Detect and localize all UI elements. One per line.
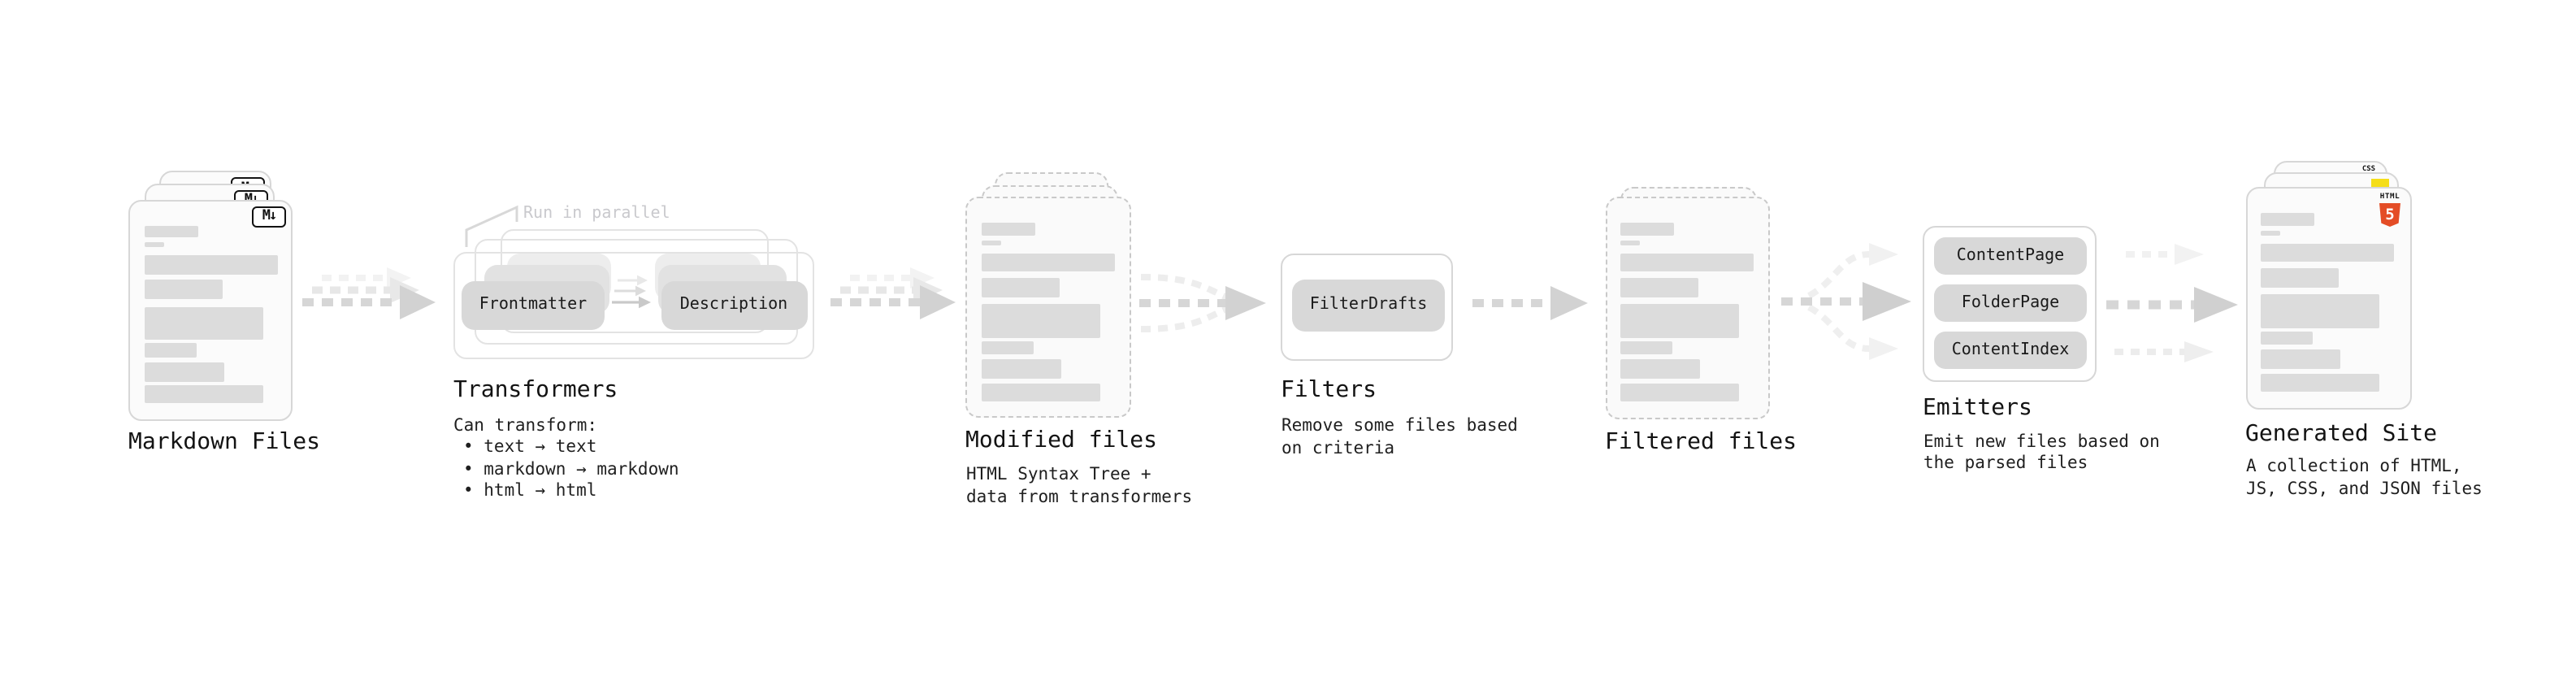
html5-badge-shield: 5 — [2379, 203, 2400, 227]
content-line — [981, 304, 1099, 337]
contentindex-button: ContentIndex — [1934, 331, 2087, 368]
content-line — [1620, 240, 1640, 245]
arrow-filtered-to-emitters-fork — [1781, 243, 1911, 360]
content-line — [2261, 243, 2394, 262]
desc-line: on criteria — [1281, 438, 1395, 458]
content-line — [144, 280, 222, 300]
run-in-parallel-note: Run in parallel — [523, 205, 670, 223]
file-content-lines — [2261, 189, 2396, 407]
content-line — [2261, 230, 2280, 236]
stage-desc-filters: Remove some files based on criteria — [1281, 416, 1518, 460]
file-content-lines — [1620, 198, 1754, 417]
content-line — [1620, 223, 1674, 235]
content-line — [981, 383, 1099, 401]
content-line — [144, 255, 277, 275]
js-badge — [2370, 179, 2388, 188]
content-line — [2261, 373, 2379, 392]
stage-label-generated-site: Generated Site — [2245, 421, 2438, 447]
content-line — [2261, 267, 2339, 288]
arrow-emitters-to-generated — [2106, 244, 2238, 362]
description-button: Description — [661, 280, 807, 329]
stage-label-transformers: Transformers — [453, 376, 618, 402]
desc-line: Remove some files based — [1281, 416, 1518, 436]
stage-label-modified-files: Modified files — [965, 427, 1158, 453]
arrow-transformers-to-modified — [830, 267, 956, 319]
desc-line: HTML Syntax Tree + — [966, 465, 1151, 484]
content-line — [2261, 213, 2314, 225]
content-line — [981, 240, 1000, 245]
content-line — [144, 225, 197, 237]
content-line — [144, 242, 163, 248]
desc-line: Can transform: — [453, 415, 598, 435]
arrow-modified-to-filters-merge — [1139, 274, 1266, 332]
file-card-front: M↓ — [128, 199, 293, 420]
content-line — [144, 343, 196, 358]
file-content-lines — [981, 198, 1116, 416]
content-line — [144, 306, 262, 340]
arrow-filters-to-filtered — [1472, 286, 1588, 320]
content-line — [2261, 331, 2313, 345]
content-line — [981, 223, 1034, 235]
desc-bullet: • text → text — [463, 437, 597, 457]
content-line — [981, 359, 1060, 379]
content-line — [981, 277, 1059, 297]
content-line — [1620, 383, 1739, 401]
stage-label-filters: Filters — [1281, 377, 1377, 403]
desc-bullet: • markdown → markdown — [463, 459, 679, 479]
contentpage-button: ContentPage — [1934, 236, 2087, 274]
content-line — [1620, 359, 1700, 379]
desc-line: Emit new files based on — [1923, 432, 2160, 451]
desc-line: data from transformers — [966, 487, 1193, 506]
content-line — [1620, 304, 1739, 337]
stage-desc-generated-site: A collection of HTML, JS, CSS, and JSON … — [2246, 457, 2483, 501]
file-card-front — [1605, 197, 1770, 419]
folderpage-button: FolderPage — [1934, 284, 2087, 322]
html5-badge: HTML 5 — [2378, 193, 2402, 227]
filterdrafts-button: FilterDrafts — [1292, 279, 1445, 331]
content-line — [2261, 294, 2379, 327]
arrow-markdown-to-transformers — [302, 267, 436, 319]
desc-bullet: • html → html — [463, 481, 597, 501]
content-line — [981, 253, 1114, 272]
stage-desc-modified-files: HTML Syntax Tree + data from transformer… — [966, 465, 1192, 509]
content-line — [144, 362, 223, 381]
html5-badge-word: HTML — [2379, 193, 2400, 202]
stage-label-filtered-files: Filtered files — [1605, 429, 1798, 455]
file-card-front: HTML 5 — [2245, 187, 2412, 409]
content-line — [1620, 340, 1672, 355]
markdown-badge: M↓ — [252, 206, 286, 227]
stage-desc-emitters: Emit new files based on the parsed files — [1923, 432, 2160, 475]
stage-desc-transformers: Can transform: • text → text • markdown … — [453, 415, 679, 503]
content-line — [1620, 253, 1754, 272]
css-badge-label: CSS — [2361, 166, 2376, 174]
desc-line: the parsed files — [1923, 453, 2088, 473]
desc-line: JS, CSS, and JSON files — [2246, 479, 2483, 498]
stage-label-markdown-files: Markdown Files — [128, 428, 321, 454]
content-line — [1620, 277, 1698, 297]
frontmatter-button: Frontmatter — [462, 280, 605, 329]
stage-label-emitters: Emitters — [1923, 394, 2032, 420]
content-line — [144, 385, 262, 404]
html5-badge-number: 5 — [2385, 206, 2395, 224]
desc-line: A collection of HTML, — [2246, 457, 2462, 476]
transformer-box-front — [453, 252, 814, 359]
content-line — [2261, 349, 2340, 369]
file-content-lines — [144, 201, 277, 419]
content-line — [981, 340, 1033, 355]
file-card-front — [965, 197, 1131, 418]
